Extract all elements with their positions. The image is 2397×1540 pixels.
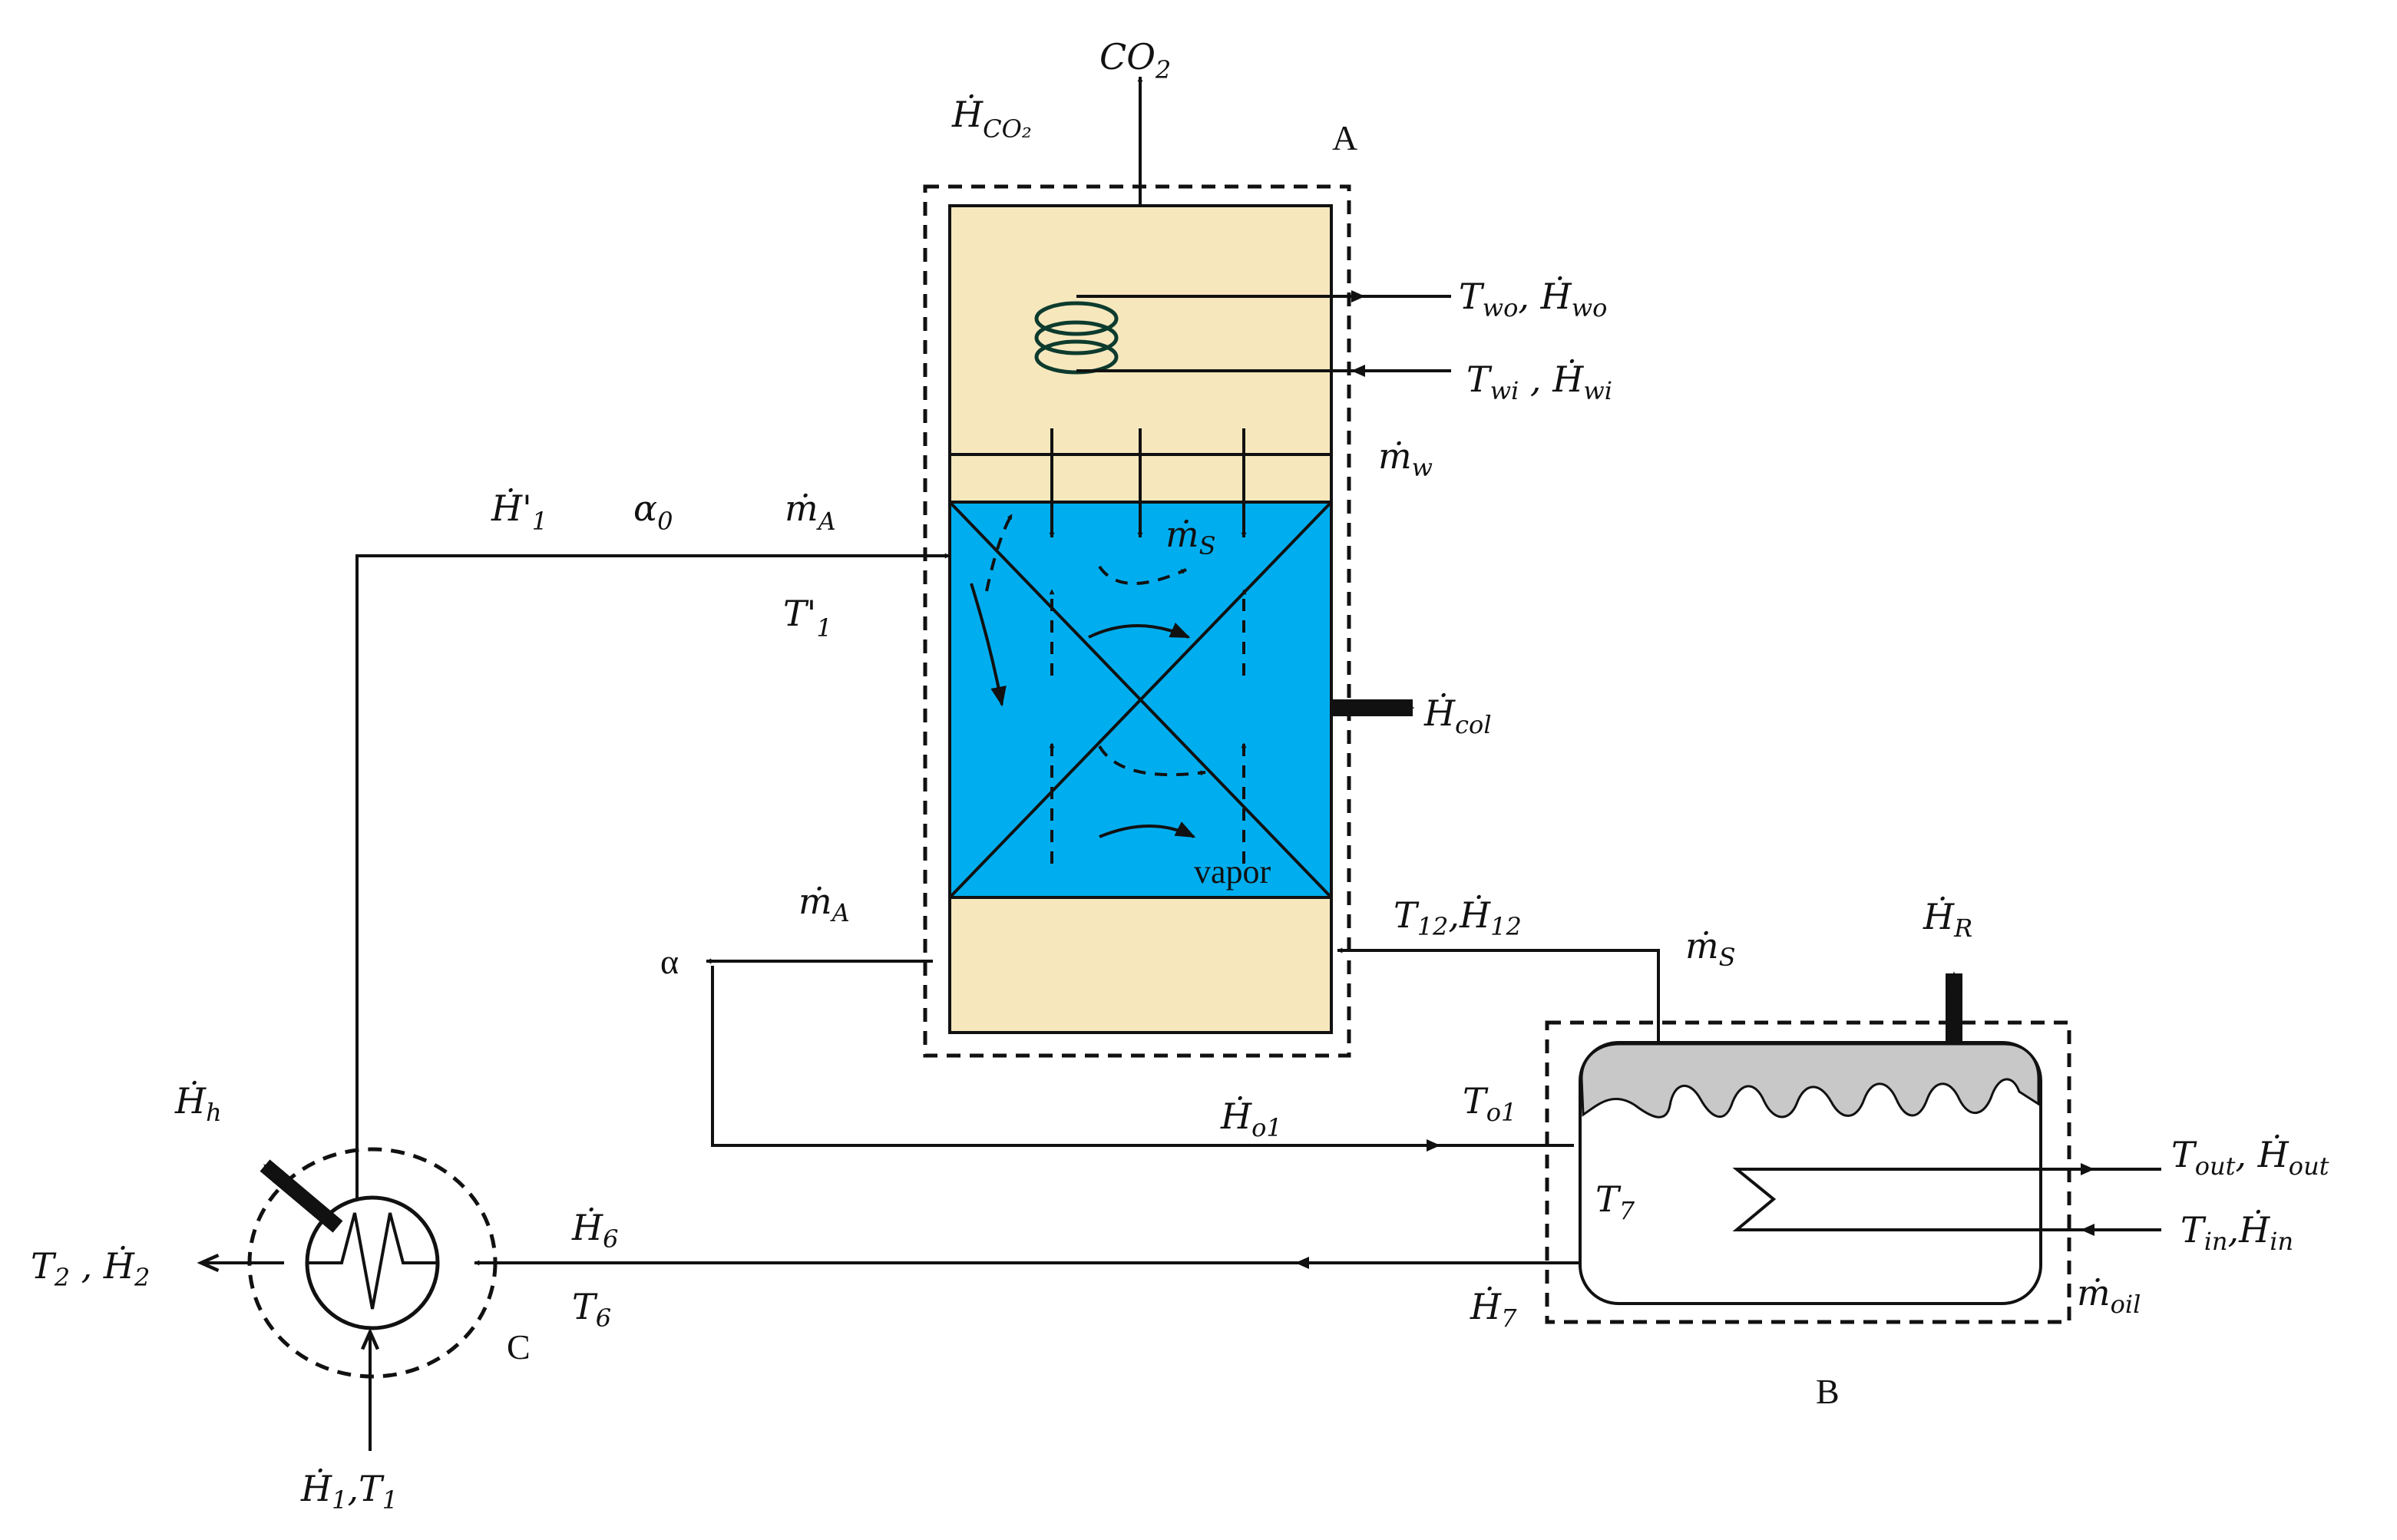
co2-label: CO2 — [1099, 36, 1171, 84]
packing-cross-line — [948, 501, 1333, 899]
oil-in-label: Tin,Ḣin — [2180, 1208, 2293, 1256]
oil-mass-flow-label: ṁoil — [2077, 1272, 2141, 1319]
water-out-label: Two, Ḣwo — [1459, 275, 1607, 322]
column-heat-loss-label: Ḣcol — [1423, 692, 1492, 739]
steam-mass-flow-label: ṁS — [1685, 925, 1736, 972]
water-mass-flow-label: ṁw — [1378, 435, 1433, 482]
vapor-return-line — [1337, 947, 1660, 1044]
vapor-flow-curve — [985, 513, 1013, 592]
exchanger-zigzag-icon — [307, 1212, 438, 1310]
unit-label-a: A — [1332, 118, 1357, 157]
vapor-flow-curve — [1098, 565, 1187, 585]
reboiler-liquid-surface — [1580, 1043, 2040, 1119]
lean-line-arrowhead — [1427, 1139, 1440, 1152]
lean-temperature-label: To1 — [1463, 1080, 1516, 1127]
oil-out-label: Tout, Ḣout — [2171, 1133, 2329, 1181]
column-boundary — [923, 184, 1351, 1058]
cooling-coil — [1034, 301, 1119, 375]
vapor-label: vapor — [1194, 853, 1271, 891]
vapor-flow-curve — [1098, 745, 1206, 777]
reboiler-boundary — [1545, 1020, 2071, 1324]
unit-label-c: C — [507, 1327, 531, 1367]
lean-enthalpy-label: Ḣo1 — [1220, 1095, 1282, 1142]
lean-to-reboiler-line — [711, 966, 1574, 1147]
rich-feed-line — [355, 553, 951, 1209]
oil-outlet-arrowhead — [2081, 1163, 2094, 1175]
lean-alpha-label: α — [660, 942, 679, 981]
packing-mass-flow-label: ṁS — [1165, 514, 1216, 560]
reboiler-bottoms-arrowhead — [1295, 1257, 1309, 1269]
reboiler-bottoms-enthalpy-label: Ḣ7 — [1470, 1285, 1517, 1333]
exchanger-outlet-label: T2 , Ḣ2 — [31, 1244, 150, 1292]
water-inlet-arrowhead — [1351, 365, 1365, 377]
exchanger-heat-label: Ḣh — [174, 1079, 222, 1127]
water-outlet-arrowhead — [1351, 290, 1365, 302]
oil-tube-bundle — [1732, 1168, 2092, 1231]
water-in-label: Twi , Ḣwi — [1466, 358, 1612, 405]
liquid-flow-curve — [1099, 821, 1196, 838]
feed-enthalpy-label: Ḣ'1 — [491, 487, 547, 536]
heat-exchanger: C — [247, 1147, 531, 1379]
column-sump — [948, 896, 1333, 1034]
exchanger-inlet-label: Ḣ1,T1 — [300, 1467, 398, 1515]
exchanger-heat-arrow — [260, 1159, 343, 1233]
liquid-flow-curve — [970, 583, 1007, 707]
absorber-column: vapor ṁS A — [923, 118, 1357, 1058]
coil-loop — [1034, 301, 1119, 336]
reboiler-vessel — [1579, 1041, 2042, 1305]
unit-label-b: B — [1816, 1372, 1840, 1411]
co2-enthalpy-label: ḢCO₂ — [951, 93, 1032, 144]
exchanger-in-temperature-label: T6 — [572, 1286, 611, 1333]
coil-loop — [1034, 320, 1119, 355]
reboiler-heat-label: ḢR — [1923, 895, 1972, 943]
liquid-flow-curve — [1088, 623, 1191, 639]
reboiler-temperature-label: T7 — [1595, 1178, 1635, 1225]
feed-mass-flow-label: ṁA — [785, 487, 836, 536]
feed-alpha0-label: α0 — [633, 487, 673, 536]
column-top-section — [948, 204, 1333, 456]
exchanger-in-enthalpy-label: Ḣ6 — [571, 1206, 618, 1254]
feed-temperature-label: T'1 — [783, 593, 832, 643]
lean-mass-flow-label: ṁA — [798, 881, 850, 927]
oil-inlet-arrowhead — [2081, 1224, 2094, 1236]
vapor-return-label: T12,Ḣ12 — [1394, 894, 1522, 941]
reboiler: T7 B — [1545, 1020, 2092, 1411]
